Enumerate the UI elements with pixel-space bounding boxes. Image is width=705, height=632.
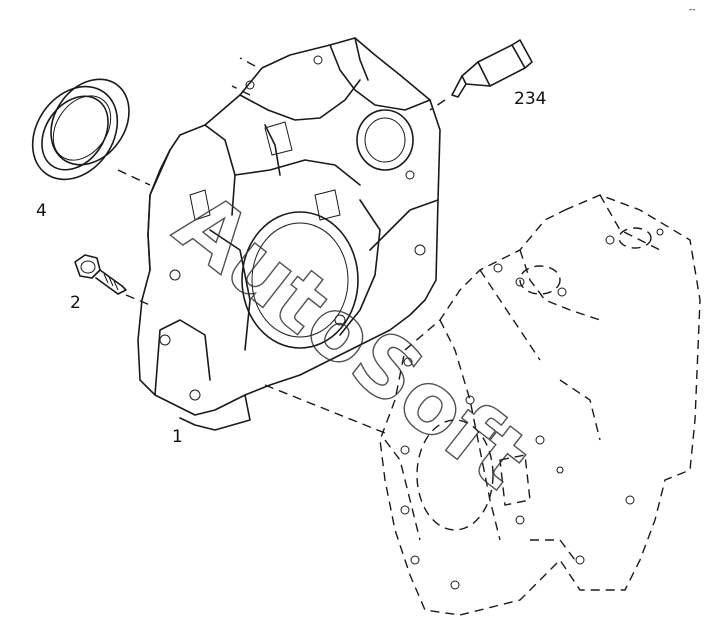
timing-gear-cover [137, 37, 441, 431]
callout-bolt: 2 [70, 293, 81, 313]
crankshaft-oil-seal [31, 78, 130, 181]
engine-block-holes [400, 228, 664, 590]
watermark-text: AutoSoft [158, 174, 547, 508]
callout-seal: 4 [36, 201, 47, 221]
engine-block-outline [379, 194, 701, 616]
callout-sealant: 234 [514, 89, 546, 109]
corner-mark: ‐‐ [689, 5, 696, 15]
sealant-tube [451, 39, 533, 98]
leader-lines [117, 57, 446, 436]
callout-cover: 1 [172, 427, 183, 447]
flange-bolt [74, 254, 127, 295]
